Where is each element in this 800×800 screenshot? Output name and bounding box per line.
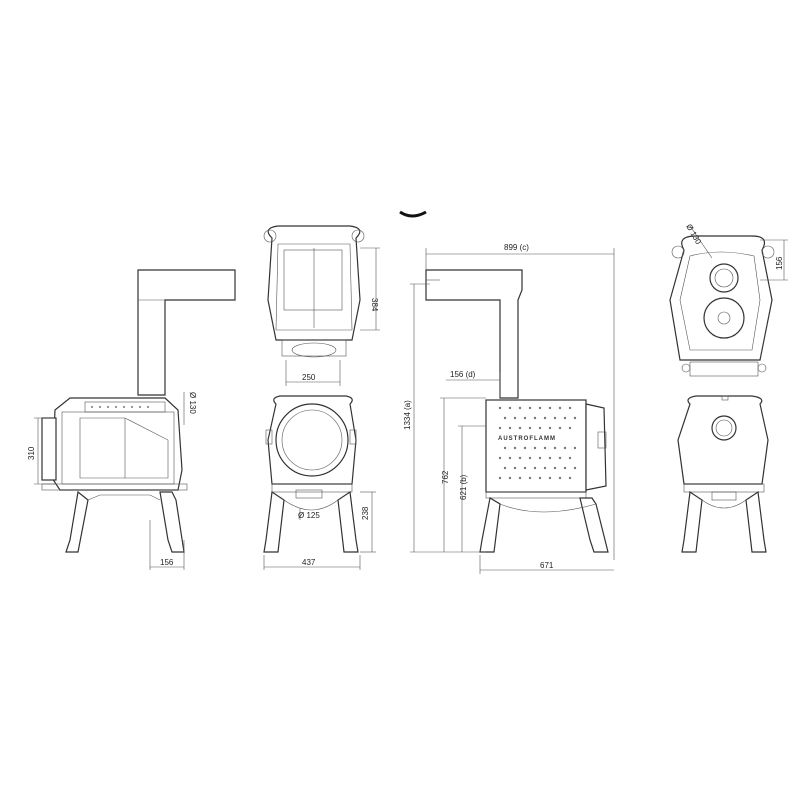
dim-side-left-height: 310	[27, 446, 36, 460]
dim-side-flue-width: 899 (c)	[504, 243, 529, 252]
dim-top-view-depth: 384	[370, 298, 379, 312]
side-view-dims: 899 (c) 1334 (a) 156 (d) 762 621 (b) 671	[403, 243, 615, 574]
rear-top-view	[669, 235, 775, 377]
dim-side-top-height: 762	[441, 470, 450, 484]
top-view-dims: 384 250	[285, 247, 380, 386]
dim-rear-top-offset: 156	[775, 256, 784, 270]
top-view	[263, 225, 365, 358]
baffle-pattern	[84, 401, 166, 413]
dim-front-leg-height: 238	[361, 506, 370, 520]
dim-front-air-dia: Ø 125	[298, 511, 320, 520]
dim-side-flue-offset: 156 (d)	[450, 370, 476, 379]
perforation-pattern	[498, 406, 577, 480]
side-view: AUSTROFLAMM	[425, 269, 609, 553]
dim-front-width: 437	[302, 558, 316, 567]
rear-view	[677, 395, 769, 553]
dim-side-left-flue-dia: Ø 130	[188, 392, 197, 414]
dim-side-left-depth: 156	[160, 558, 174, 567]
corner-mark	[399, 210, 427, 218]
side-section-view	[41, 269, 236, 553]
dim-side-total-height: 1334 (a)	[403, 400, 412, 430]
rear-top-flue-collar	[709, 263, 739, 293]
brand-label: AUSTROFLAMM	[498, 436, 556, 442]
dim-side-depth: 671	[540, 561, 554, 570]
front-door-glass	[275, 403, 349, 477]
dim-side-outlet-height: 621 (b)	[459, 474, 468, 500]
front-view	[263, 395, 359, 553]
front-view-dims: Ø 125 238 437	[263, 491, 376, 570]
side-section-dims: 310 Ø 130 156	[27, 392, 197, 570]
dim-top-view-width: 250	[302, 373, 316, 382]
